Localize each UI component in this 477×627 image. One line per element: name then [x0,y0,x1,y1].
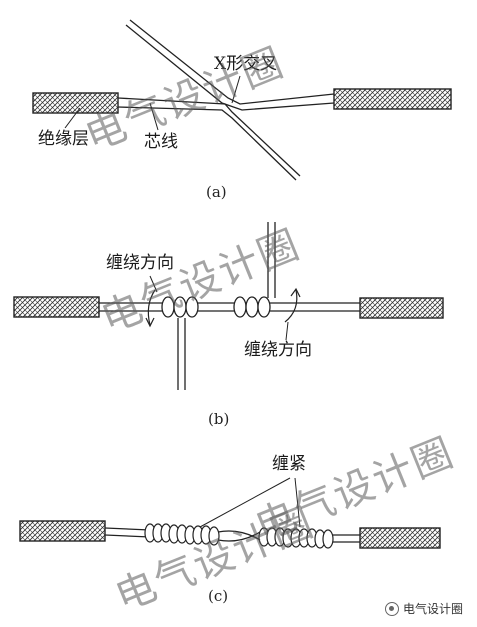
insulation-left-c [19,520,106,542]
arrow-wind-right [284,289,298,323]
leader-x [231,75,241,104]
arrow-wind-left-head [145,317,155,328]
wraps-b [161,296,271,318]
panel-a [32,19,452,181]
brand-tag: 电气设计圈 [384,600,463,617]
caption-c: (c) [208,587,229,605]
caption-b: (b) [208,410,230,428]
core-wire-c-left-top [104,527,151,531]
core-wire-right-a-2 [125,24,335,111]
leader-wind-left [149,275,158,293]
wrap-b-5 [245,296,259,318]
arrow-wind-left [147,289,156,326]
leader-wind-right [285,321,289,341]
label-core: 芯线 [144,132,178,152]
leader-tight-2 [294,477,301,528]
core-wire-left-a [117,97,301,177]
panel-b [13,222,444,390]
insulation-right-b [359,297,444,319]
label-x-cross: X形交叉 [214,54,278,74]
label-wind-right: 缠绕方向 [244,340,312,360]
wrap-b-4 [233,296,247,318]
brand-text: 电气设计圈 [402,602,463,616]
insulation-right-c [359,527,441,549]
label-insulation: 绝缘层 [38,129,89,149]
core-wire-right-a [129,19,335,105]
core-wire-left-a-2 [117,106,297,181]
panel-c [19,477,441,549]
label-wind-left: 缠绕方向 [106,253,174,273]
insulation-right-a [333,88,452,110]
insulation-left-a [32,92,119,114]
coil-c [144,523,334,549]
wrap-b-6 [257,296,271,318]
leader-core [149,102,159,131]
core-wire-c-left-bot [104,534,151,538]
arrow-wind-right-head [290,287,301,298]
label-tight: 缠紧 [272,454,306,474]
insulation-left-b [13,296,100,318]
wrap-b-3 [185,296,199,318]
wechat-circle-icon [384,601,399,616]
leader-insulation [64,107,81,129]
twist-c [217,530,261,542]
leader-tight-1 [199,477,291,528]
caption-a: (a) [206,183,227,201]
